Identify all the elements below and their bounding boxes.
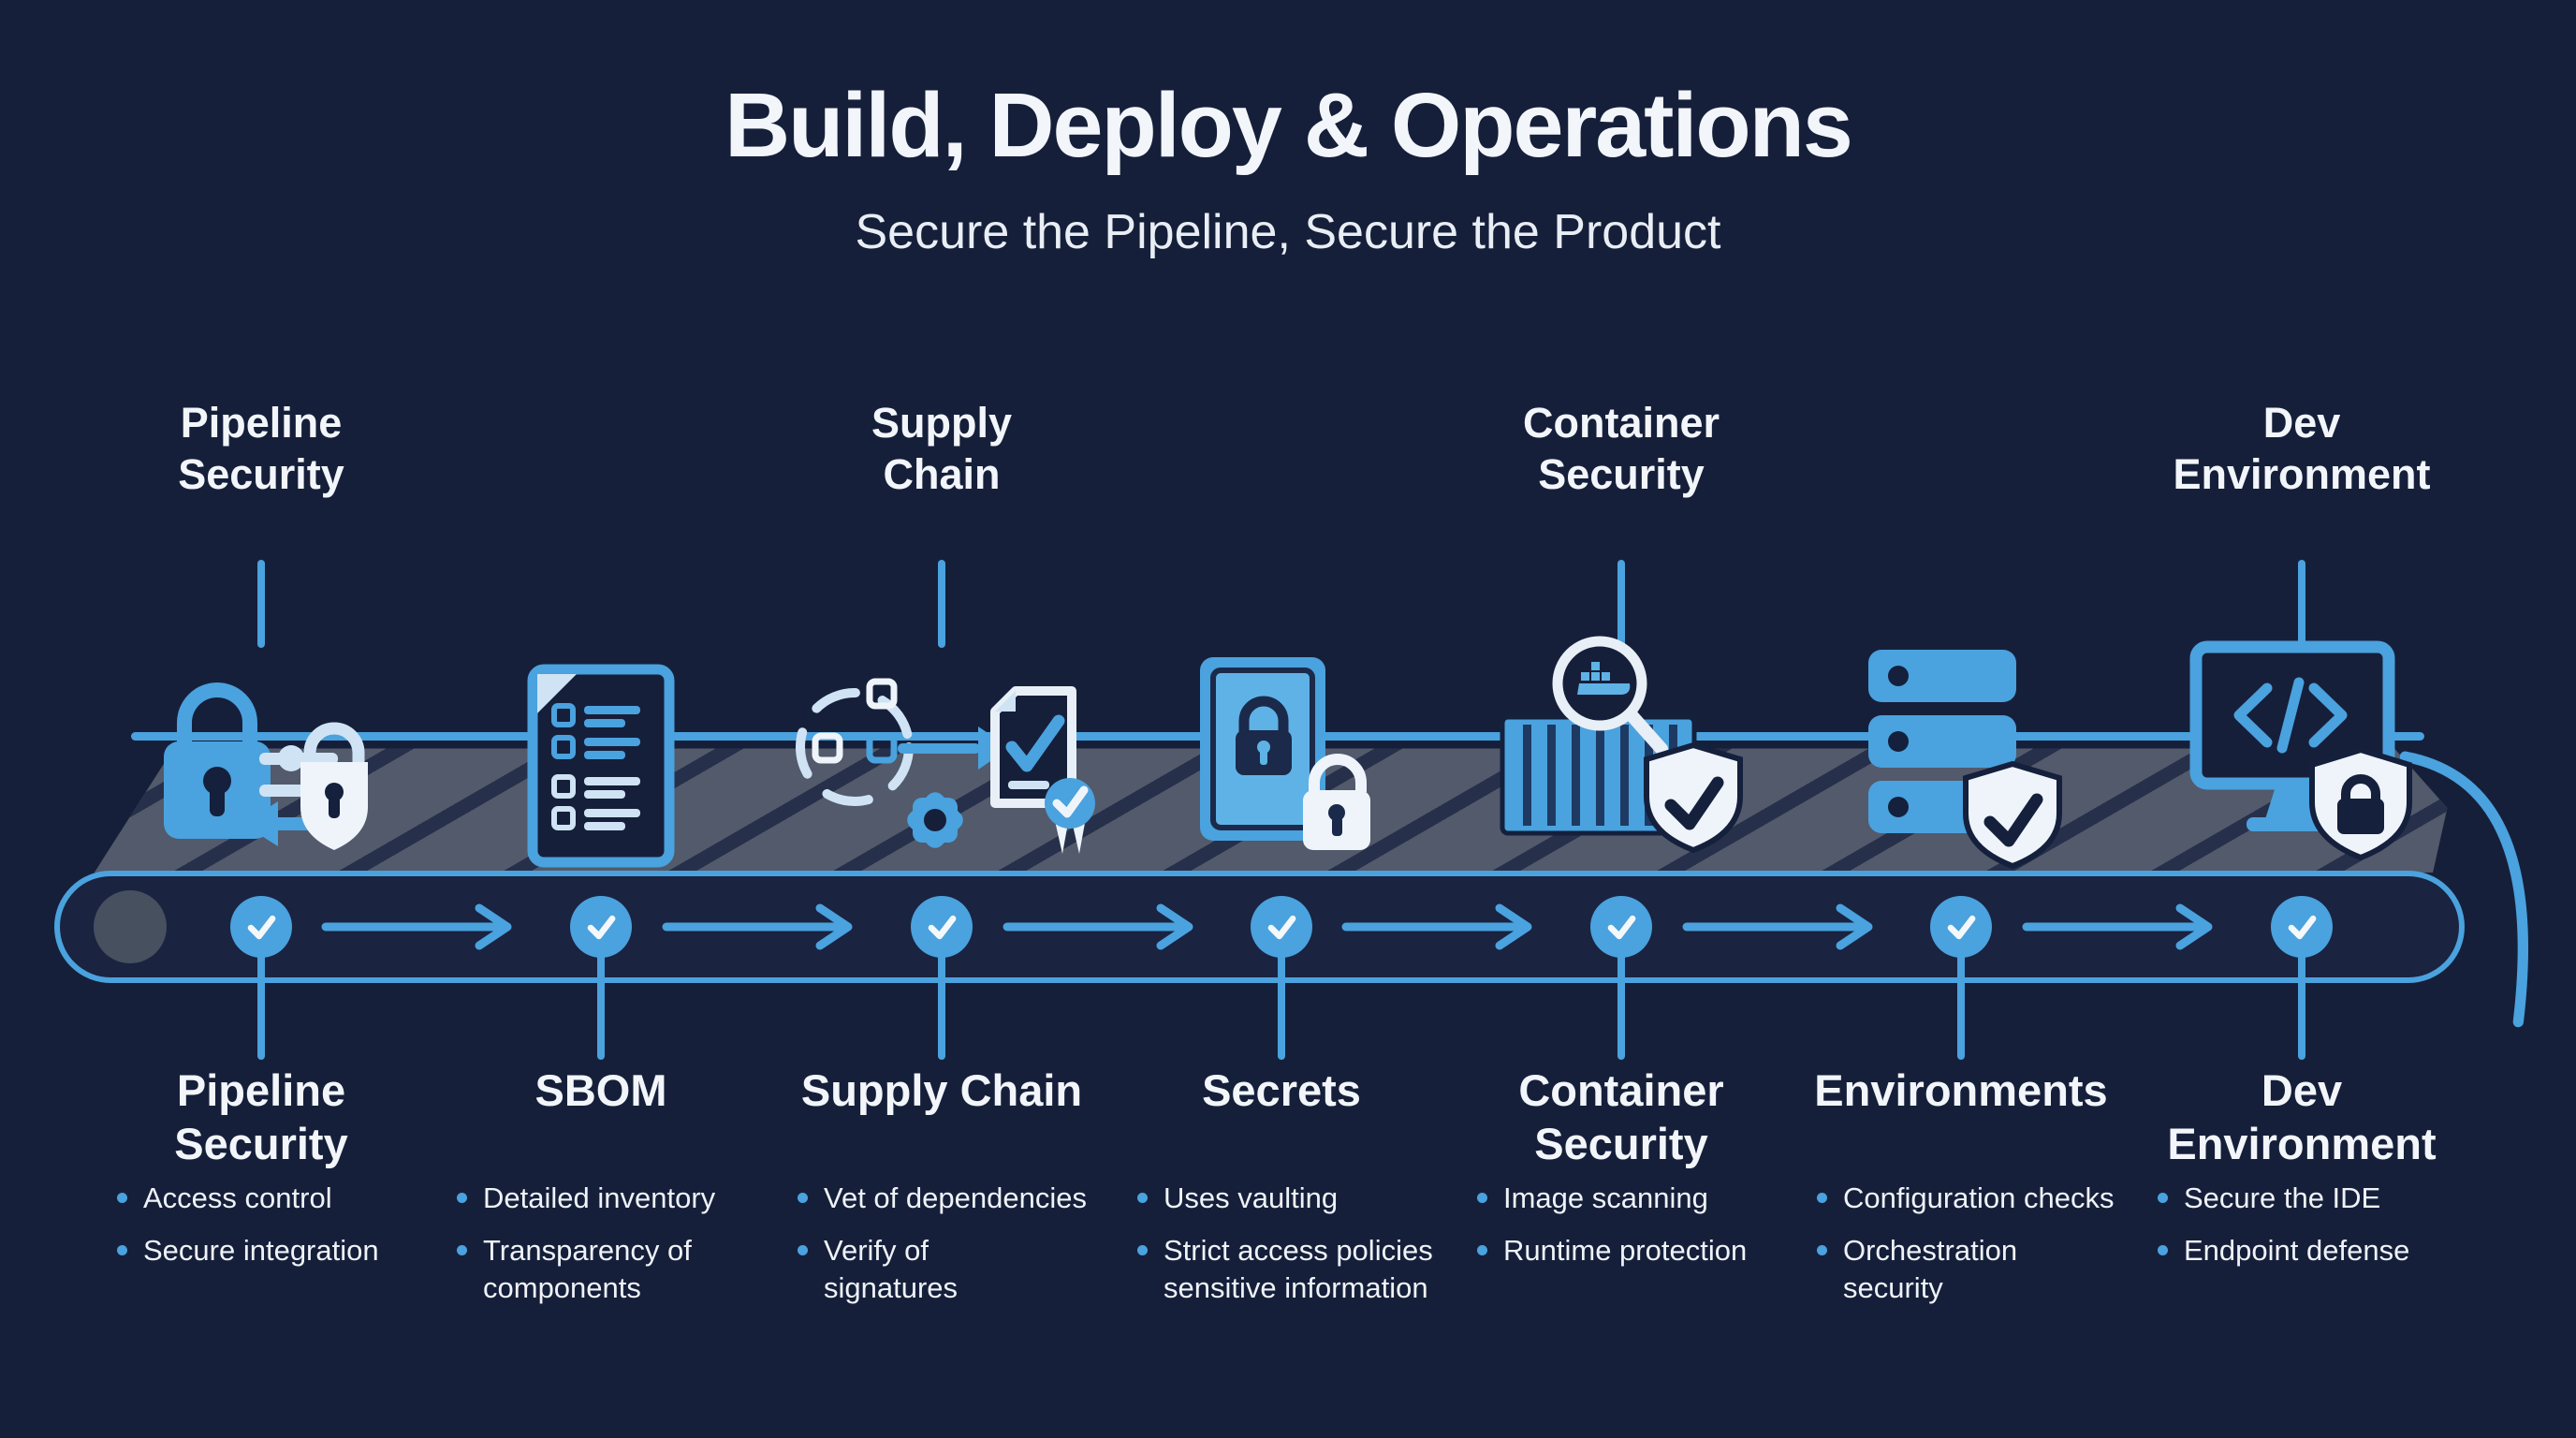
- bullet-dot: [1477, 1245, 1487, 1255]
- bullet-item: Transparency of components: [457, 1232, 794, 1307]
- checkpoint-stem: [597, 951, 605, 1060]
- check-icon: [928, 915, 957, 940]
- stage-heading: Environments: [1814, 1065, 2108, 1115]
- check-icon: [1947, 915, 1976, 940]
- checkpoint-circle: [570, 896, 632, 958]
- checkpoint-circle: [1251, 896, 1312, 958]
- bullet-item: Configuration checks: [1817, 1180, 2154, 1217]
- top-label-connector: [2298, 560, 2305, 648]
- stage-bullets: Access control Secure integration: [117, 1180, 454, 1284]
- bullet-dot: [798, 1193, 808, 1203]
- stage-bullets: Vet of dependencies Verify of signatures: [798, 1180, 1134, 1322]
- bullet-item: Strict access policies sensitive informa…: [1137, 1232, 1474, 1307]
- stage-bullets: Secure the IDE Endpoint defense: [2158, 1180, 2495, 1284]
- bullet-dot: [457, 1245, 467, 1255]
- bullet-item: Secure the IDE: [2158, 1180, 2495, 1217]
- bullet-item: Runtime protection: [1477, 1232, 1814, 1269]
- check-icon: [1607, 915, 1636, 940]
- top-label-supply-chain: Supply Chain: [871, 399, 1012, 498]
- stage-heading: Pipeline Security: [174, 1065, 348, 1168]
- checkpoint-stem: [1957, 951, 1965, 1060]
- check-icon: [2288, 915, 2317, 940]
- stage-heading: Container Security: [1518, 1065, 1724, 1168]
- bullet-item: Endpoint defense: [2158, 1232, 2495, 1269]
- bullet-item: Detailed inventory: [457, 1180, 794, 1217]
- stage-bullets: Uses vaulting Strict access policies sen…: [1137, 1180, 1474, 1322]
- bullet-item: Vet of dependencies: [798, 1180, 1134, 1217]
- stage-heading: Supply Chain: [800, 1065, 1083, 1115]
- bullet-dot: [1477, 1193, 1487, 1203]
- checkpoint-stem: [1617, 951, 1625, 1060]
- bullet-item: Orchestration security: [1817, 1232, 2154, 1307]
- bullet-dot: [2158, 1245, 2168, 1255]
- arrow-right-icon: [1003, 903, 1193, 950]
- bullet-dot: [457, 1193, 467, 1203]
- secrets-vault-icon: [1200, 657, 1370, 850]
- checkpoint-stem: [938, 951, 945, 1060]
- checkpoint-stem: [2298, 951, 2305, 1060]
- bullet-item: Uses vaulting: [1137, 1180, 1474, 1217]
- sbom-document-icon: [527, 664, 675, 868]
- bullet-item: Image scanning: [1477, 1180, 1814, 1217]
- container-security-icon: [1500, 636, 1743, 854]
- bullet-dot: [1137, 1245, 1148, 1255]
- bullet-dot: [2158, 1193, 2168, 1203]
- bullet-dot: [117, 1245, 127, 1255]
- bullet-item: Secure integration: [117, 1232, 454, 1269]
- checkpoint-circle: [230, 896, 292, 958]
- roller-wheel: [94, 890, 167, 963]
- stage-bullets: Configuration checks Orchestration secur…: [1817, 1180, 2154, 1322]
- page-subtitle: Secure the Pipeline, Secure the Product: [855, 205, 1721, 259]
- top-label-connector: [938, 560, 945, 648]
- check-icon: [587, 915, 616, 940]
- checkpoint-circle: [911, 896, 973, 958]
- top-label-pipeline-security: Pipeline Security: [178, 399, 344, 498]
- checkpoint-circle: [1590, 896, 1652, 958]
- arrow-right-icon: [2022, 903, 2213, 950]
- arrow-right-icon: [1341, 903, 1532, 950]
- bullet-dot: [798, 1245, 808, 1255]
- bullet-dot: [1817, 1245, 1827, 1255]
- dev-environment-icon: [2189, 640, 2412, 861]
- check-icon: [1267, 915, 1296, 940]
- stage-heading: Secrets: [1202, 1065, 1361, 1115]
- page-title: Build, Deploy & Operations: [724, 74, 1853, 176]
- bullet-dot: [117, 1193, 127, 1203]
- bullet-item: Access control: [117, 1180, 454, 1217]
- conveyor-right-curve: [2399, 751, 2528, 1028]
- checkpoint-stem: [257, 951, 265, 1060]
- stage-bullets: Detailed inventory Transparency of compo…: [457, 1180, 794, 1322]
- environments-servers-icon: [1868, 650, 2062, 869]
- supply-chain-icon: [796, 678, 1095, 854]
- stage-heading: SBOM: [534, 1065, 667, 1115]
- bullet-item: Verify of signatures: [798, 1232, 1134, 1307]
- top-label-connector: [1617, 560, 1625, 648]
- check-icon: [247, 915, 276, 940]
- top-label-container-security: Container Security: [1522, 399, 1720, 498]
- top-label-connector: [257, 560, 265, 648]
- arrow-right-icon: [662, 903, 853, 950]
- checkpoint-stem: [1278, 951, 1285, 1060]
- arrow-right-icon: [321, 903, 512, 950]
- bullet-dot: [1817, 1193, 1827, 1203]
- checkpoint-circle: [2271, 896, 2333, 958]
- bullet-dot: [1137, 1193, 1148, 1203]
- top-label-dev-environment: Dev Environment: [2173, 399, 2431, 498]
- stage-heading: Dev Environment: [2167, 1065, 2437, 1168]
- pipeline-security-icon: [164, 682, 368, 850]
- stage-bullets: Image scanning Runtime protection: [1477, 1180, 1814, 1284]
- checkpoint-circle: [1930, 896, 1992, 958]
- arrow-right-icon: [1682, 903, 1873, 950]
